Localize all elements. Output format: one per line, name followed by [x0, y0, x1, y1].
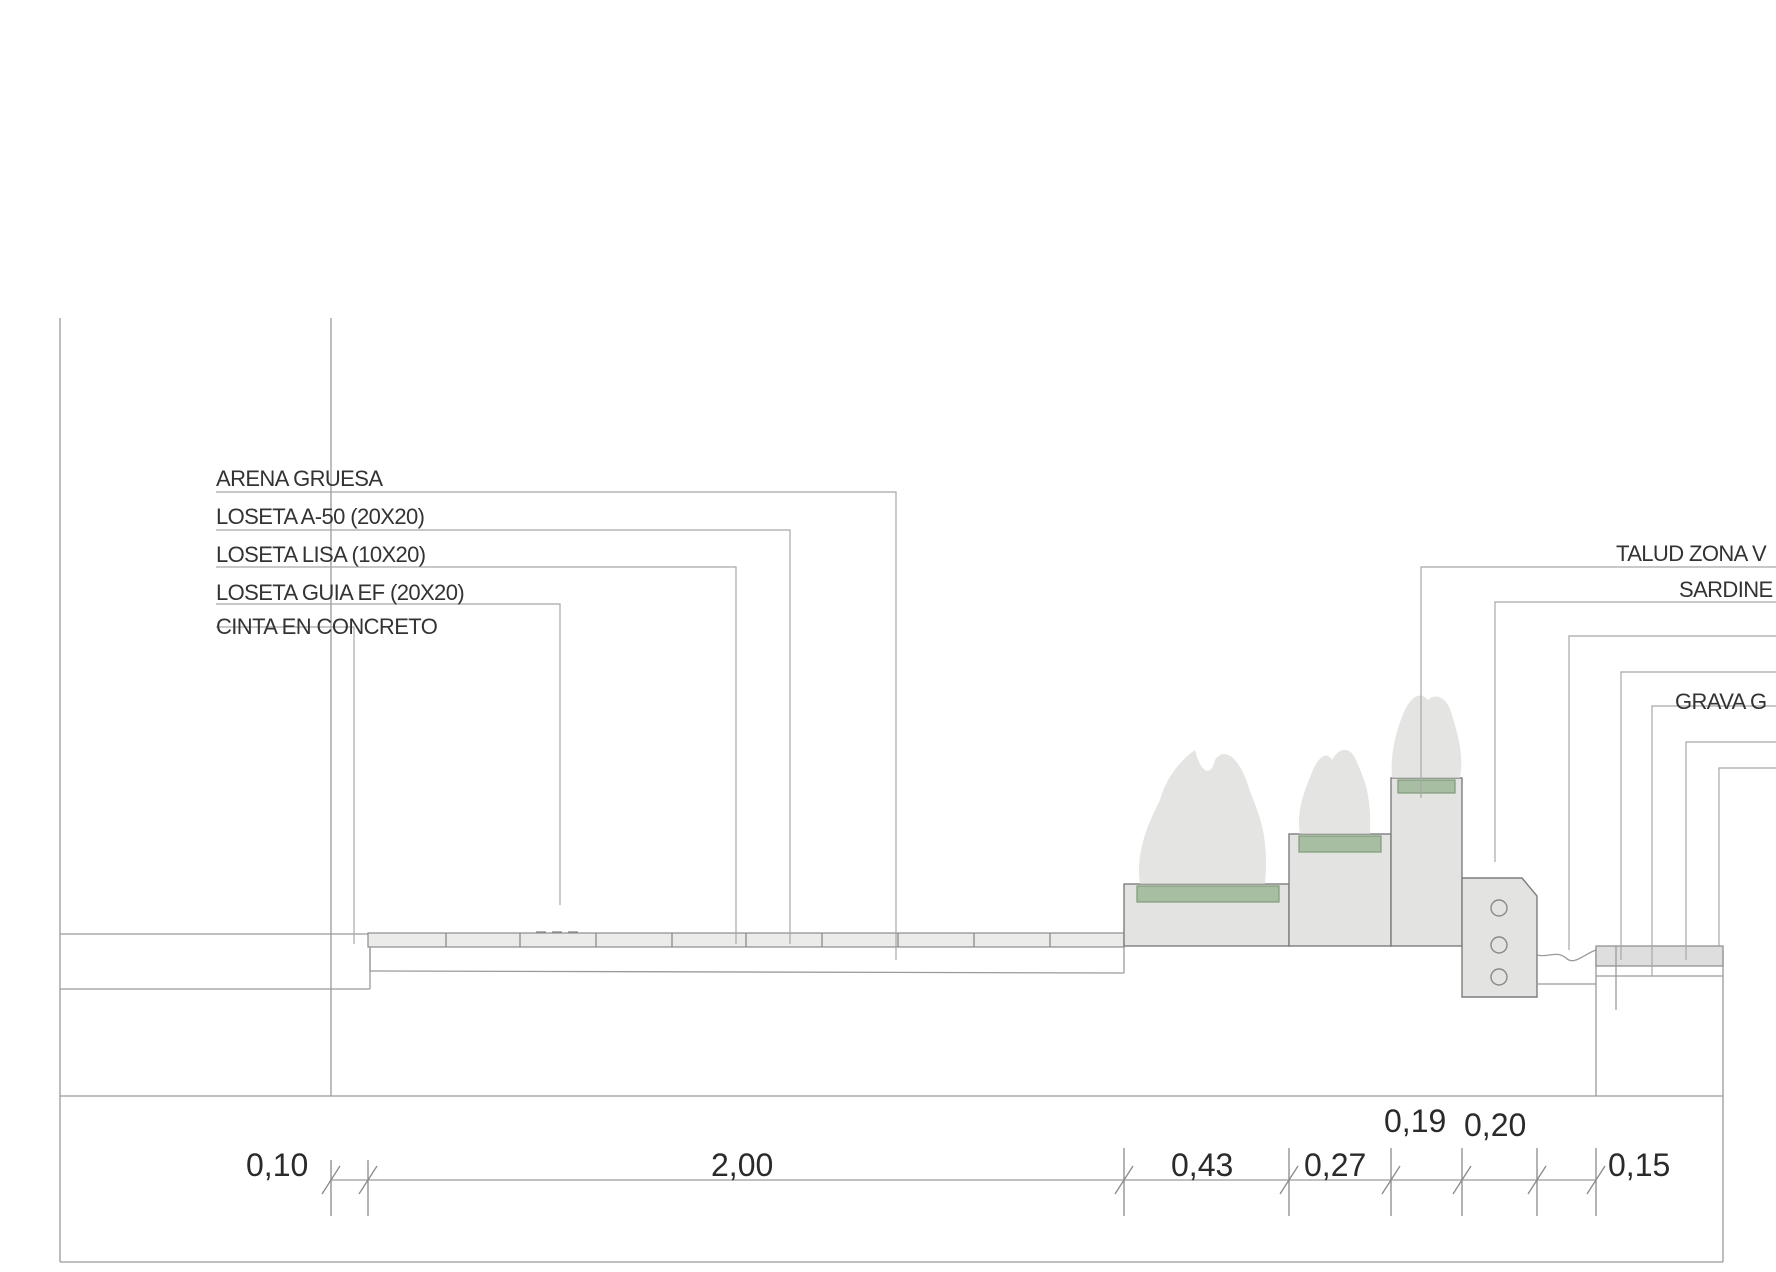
- left-labels: ARENA GRUESA LOSETA A-50 (20X20) LOSETA …: [216, 466, 465, 639]
- dim-0-27: 0,27: [1304, 1147, 1366, 1183]
- dimension-line: [321, 1148, 1606, 1216]
- sidewalk-paving: [367, 931, 1125, 974]
- planter-blocks: [1123, 777, 1463, 947]
- dim-0-15: 0,15: [1608, 1147, 1670, 1183]
- label-talud-zona: TALUD ZONA V: [1616, 541, 1767, 566]
- shrub-foliage-icon: [1139, 695, 1462, 884]
- planting-strip-low: [1136, 885, 1280, 903]
- dim-0-10: 0,10: [246, 1147, 308, 1183]
- planter-mid: [1288, 833, 1392, 947]
- label-cinta-concreto: CINTA EN CONCRETO: [216, 614, 438, 639]
- dim-0-20: 0,20: [1464, 1107, 1526, 1143]
- dim-0-43: 0,43: [1171, 1147, 1233, 1183]
- dim-2-00: 2,00: [711, 1147, 773, 1183]
- dim-0-19: 0,19: [1384, 1103, 1446, 1139]
- drawing-frame: [59, 318, 1724, 1263]
- label-arena-gruesa: ARENA GRUESA: [216, 466, 383, 491]
- planting-strip-mid: [1298, 835, 1382, 853]
- right-ground: [1536, 945, 1724, 1096]
- label-grava: GRAVA G: [1675, 689, 1767, 714]
- drain-pipe-circle-icon: [1490, 936, 1508, 954]
- curb-sardinel: [1461, 877, 1538, 998]
- planting-strip-high: [1397, 779, 1456, 794]
- planter-high: [1390, 777, 1463, 947]
- label-sardinel: SARDINE: [1679, 577, 1773, 602]
- left-ground: [60, 933, 371, 990]
- dimension-values: 0,10 2,00 0,43 0,27 0,19 0,20 0,15: [246, 1103, 1670, 1183]
- drain-pipe-circle-icon: [1490, 968, 1508, 986]
- left-leaders: [216, 491, 897, 960]
- label-loseta-guia: LOSETA GUIA EF (20X20): [216, 580, 464, 605]
- right-leaders: [1420, 566, 1776, 976]
- label-loseta-a50: LOSETA A-50 (20X20): [216, 504, 424, 529]
- label-loseta-lisa: LOSETA LISA (10X20): [216, 542, 426, 567]
- right-labels: TALUD ZONA V SARDINE GRAVA G: [1616, 541, 1773, 714]
- drain-pipe-circle-icon: [1490, 899, 1508, 917]
